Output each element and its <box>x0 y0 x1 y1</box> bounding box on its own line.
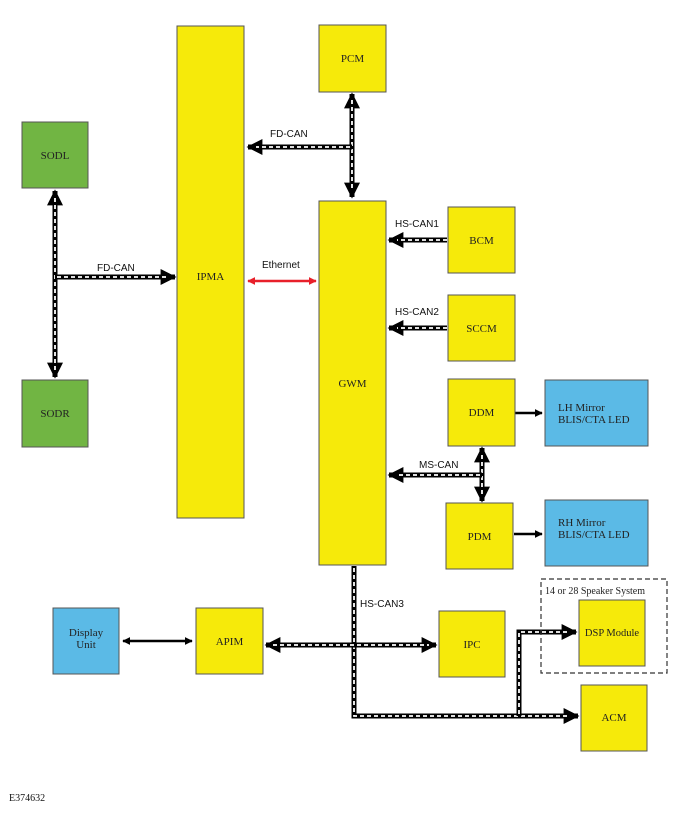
module-gwm: GWM <box>318 200 387 566</box>
module-ipma: IPMA <box>176 25 245 519</box>
module-pcm: PCM <box>318 24 387 93</box>
module-ipc: IPC <box>438 610 506 678</box>
module-bcm: BCM <box>447 206 516 274</box>
module-sodr: SODR <box>21 379 89 448</box>
pcm-label: PCM <box>341 53 364 65</box>
sccm-label: SCCM <box>466 323 497 335</box>
figure-reference: E374632 <box>9 793 45 804</box>
hs-can3-label: HS-CAN3 <box>360 599 404 610</box>
hs-can1-label: HS-CAN1 <box>395 219 439 230</box>
speaker-system-label: 14 or 28 Speaker System <box>545 586 645 597</box>
module-rh-mirror: RH Mirror BLIS/CTA LED <box>544 499 649 567</box>
bcm-label: BCM <box>469 235 494 247</box>
fd-can-left-label: FD-CAN <box>97 263 135 274</box>
sodl-label: SODL <box>41 150 70 162</box>
display-unit-label-2: Unit <box>76 639 96 651</box>
hs-can2-label: HS-CAN2 <box>395 307 439 318</box>
fd-can-top-label: FD-CAN <box>270 129 308 140</box>
pdm-label: PDM <box>468 531 492 543</box>
sodr-label: SODR <box>40 408 70 420</box>
ddm-label: DDM <box>469 407 495 419</box>
hardwired-links <box>122 408 543 646</box>
gwm-label: GWM <box>338 378 366 390</box>
bus-lines <box>46 92 580 725</box>
lh-mirror-label-2: BLIS/CTA LED <box>558 414 630 426</box>
dsp-branch-bus <box>516 623 578 716</box>
module-apim: APIM <box>195 607 264 675</box>
ms-can-label: MS-CAN <box>419 460 458 471</box>
module-display-unit: Display Unit <box>52 607 120 675</box>
module-lh-mirror: LH Mirror BLIS/CTA LED <box>544 379 649 447</box>
module-ddm: DDM <box>447 378 516 447</box>
display-unit-label-1: Display <box>69 627 104 639</box>
apim-label: APIM <box>216 636 244 648</box>
module-acm: ACM <box>580 684 648 752</box>
rh-mirror-label-1: RH Mirror <box>558 517 606 529</box>
rh-mirror-label-2: BLIS/CTA LED <box>558 529 630 541</box>
module-sccm: SCCM <box>447 294 516 362</box>
hs-can3-trunk <box>351 566 580 725</box>
module-sodl: SODL <box>21 121 89 189</box>
lh-mirror-label-1: LH Mirror <box>558 402 605 414</box>
ipma-label: IPMA <box>197 271 225 283</box>
dsp-label: DSP Module <box>585 628 640 639</box>
speaker-system-group: 14 or 28 Speaker System <box>540 578 668 674</box>
acm-label: ACM <box>601 712 626 724</box>
ipc-label: IPC <box>463 639 480 651</box>
module-dsp: DSP Module <box>578 599 646 667</box>
module-pdm: PDM <box>445 502 514 570</box>
ethernet-label: Ethernet <box>262 260 300 271</box>
